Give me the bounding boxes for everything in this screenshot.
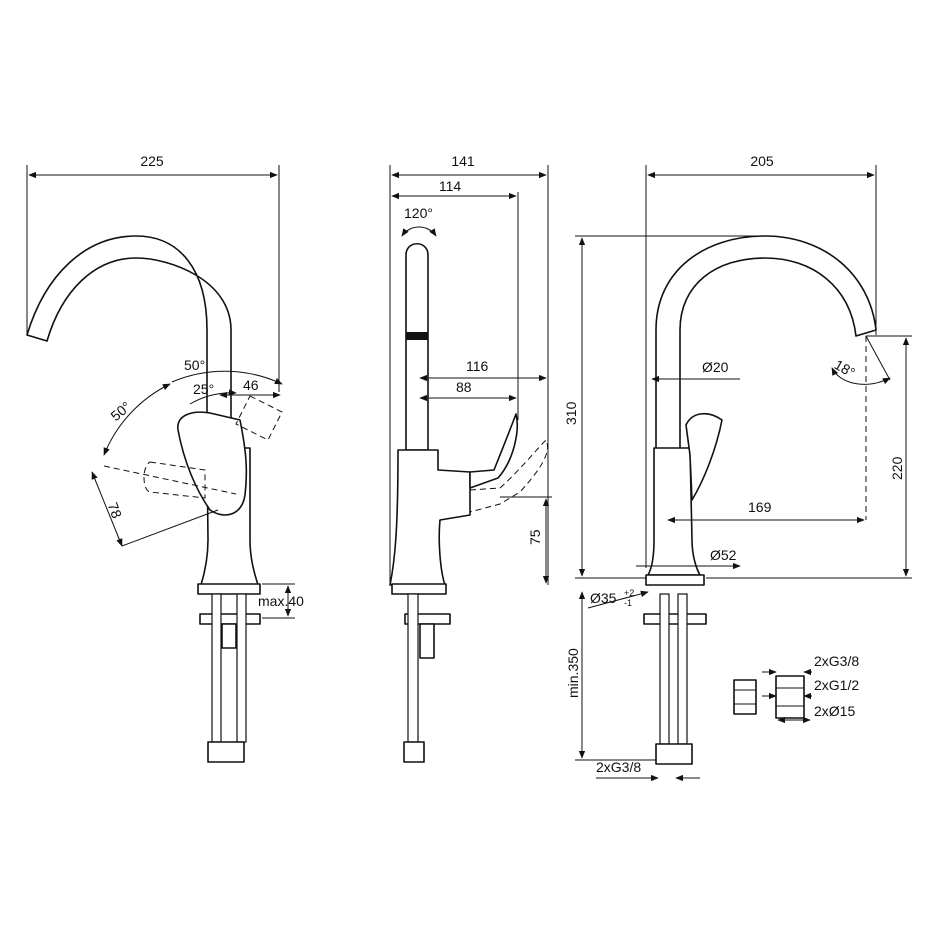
lever-axis: [103, 465, 237, 495]
connector-large: [775, 675, 805, 719]
front-fixing-nut: [221, 623, 237, 649]
side-lever-reach-label: 116: [466, 358, 489, 374]
side-view: 141 114 120° 116 88 75: [389, 153, 552, 763]
back-spout-diameter-label: Ø20: [702, 359, 729, 375]
side-spout-depth-label: 114: [439, 178, 462, 194]
front-width-label: 225: [140, 153, 164, 169]
front-offset-label: 46: [243, 377, 259, 393]
back-outlet-height-label: 220: [889, 456, 905, 480]
back-hole-tolerance-minus: -1: [624, 598, 632, 608]
side-body: [389, 449, 471, 586]
side-spout: [405, 242, 429, 451]
lever-ghost-right: [235, 395, 283, 441]
front-lever: [177, 411, 248, 516]
side-swivel-label: 120°: [404, 205, 433, 221]
side-depth-label: 141: [451, 153, 475, 169]
front-view: 225 50° 50° 25° 46 78 max.40: [26, 153, 304, 763]
front-hose-fittings: [207, 741, 245, 763]
side-base: [391, 583, 447, 595]
extension-line: [121, 509, 219, 547]
side-hose-fitting: [403, 741, 425, 763]
lever-ghost-left: [143, 461, 206, 499]
connector-detail: 2xG3/8 2xG1/2 2xØ15: [733, 653, 859, 724]
back-hose-length-label: min.350: [565, 648, 581, 698]
front-angle-total-label: 50°: [184, 357, 205, 373]
back-view: 205 310 220 18° Ø20 169 Ø52 Ø: [563, 153, 912, 782]
back-lever: [685, 412, 723, 501]
swivel-arrow: [401, 226, 437, 237]
back-width-label: 205: [750, 153, 774, 169]
connector-small: [733, 679, 757, 715]
back-hose-left: [659, 593, 670, 745]
outlet-angle-arc: [831, 367, 891, 385]
back-outlet-angle-label: 18°: [832, 356, 858, 380]
back-spout: [655, 235, 877, 451]
side-lever: [469, 413, 518, 489]
connector-thread-large-label: 2xG1/2: [814, 677, 859, 693]
side-aerator: [406, 332, 428, 340]
connector-pipe-diameter-label: 2xØ15: [814, 703, 855, 719]
front-angle-left-label: 50°: [107, 398, 134, 424]
back-hose-thread-label: 2xG3/8: [596, 759, 641, 775]
front-hose-left: [211, 593, 222, 743]
back-base: [645, 574, 705, 586]
side-hose: [407, 593, 419, 743]
back-projection-label: 169: [748, 499, 772, 515]
front-angle-half-label: 25°: [193, 381, 214, 397]
side-lever-reach-inner-label: 88: [456, 379, 472, 395]
back-hose-right: [677, 593, 688, 745]
connector-thread-small-label: 2xG3/8: [814, 653, 859, 669]
back-hole-tolerance-plus: +2: [624, 588, 634, 598]
front-mounting-plate: [199, 613, 261, 625]
front-lever-length-label: 78: [105, 500, 125, 520]
back-height-label: 310: [563, 401, 579, 425]
lever-length-dimension-line: [91, 471, 123, 547]
front-base: [197, 583, 261, 595]
outlet-angle-line: [865, 335, 891, 381]
back-hose-fittings: [655, 743, 693, 765]
front-deck-thickness-label: max.40: [258, 593, 304, 609]
back-mounting-plate: [643, 613, 707, 625]
side-lever-height-label: 75: [527, 529, 543, 545]
back-base-diameter-label: Ø52: [710, 547, 737, 563]
front-hose-right: [236, 593, 247, 743]
back-hole-diameter-label: Ø35: [590, 590, 617, 606]
side-fixing-nut: [419, 623, 435, 659]
angle-arc-left: [103, 383, 171, 456]
angle-arc-total: [171, 370, 283, 385]
hole-diameter-leader: [587, 590, 649, 609]
